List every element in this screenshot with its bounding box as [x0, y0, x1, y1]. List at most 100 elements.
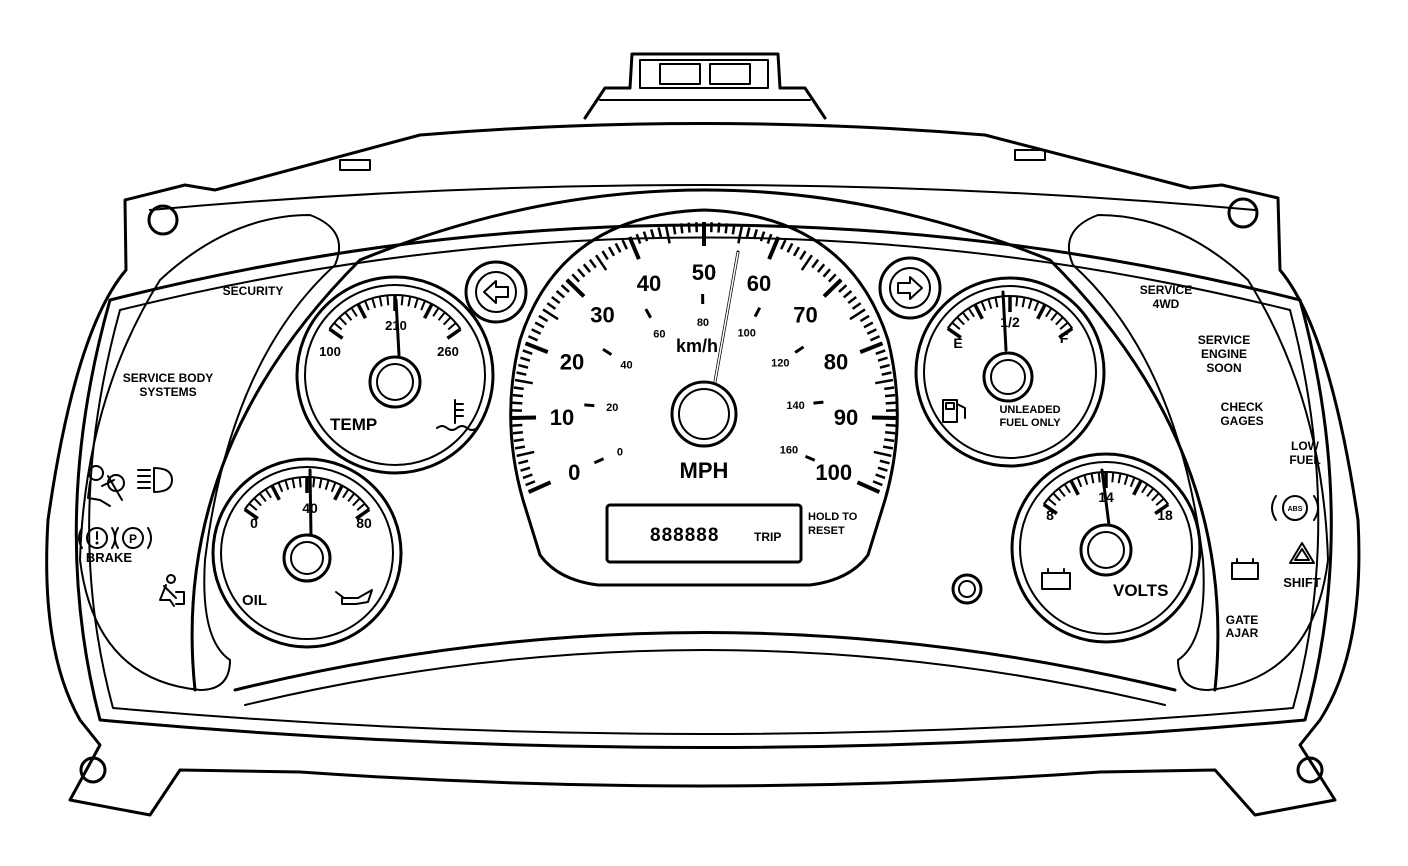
mph-tick	[875, 473, 886, 480]
oil-needle	[308, 468, 313, 538]
battery-icon	[1041, 568, 1071, 590]
mph-tick	[731, 224, 736, 235]
volts-tick	[1069, 479, 1080, 496]
telltale-service-body-line1: SERVICE BODY	[123, 371, 213, 385]
telltale-service-engine-line2: ENGINE	[1201, 347, 1247, 361]
kmh-tick	[804, 455, 816, 462]
kmh-label: 60	[653, 329, 665, 341]
volts-tick	[1063, 483, 1071, 494]
mph-tick	[792, 246, 801, 257]
mph-tick	[877, 356, 888, 362]
volts-gauge-name: VOLTS	[1113, 581, 1168, 600]
temp-gauge-name: TEMP	[330, 415, 377, 434]
oil-tick	[333, 484, 344, 501]
fuel-tick	[1058, 326, 1074, 340]
abs-label: ABS	[1288, 506, 1303, 513]
mph-tick	[872, 480, 883, 487]
mph-tick	[786, 242, 794, 253]
kmh-tick	[794, 345, 805, 354]
mph-tick	[822, 278, 843, 298]
mph-tick	[576, 268, 586, 278]
temp-tick	[333, 322, 343, 331]
fuel-tick	[967, 307, 975, 318]
mph-tick	[513, 438, 524, 443]
fuel-empty-label: E	[953, 335, 962, 351]
oil-tick	[243, 507, 259, 521]
fuel-tick	[980, 301, 987, 312]
kmh-tick	[584, 403, 595, 408]
left-arrow-icon	[483, 280, 509, 304]
oil-gauge-name: OIL	[242, 592, 267, 609]
oil-tick	[312, 477, 316, 488]
unleaded-line2: FUEL ONLY	[999, 417, 1061, 429]
mph-tick	[816, 263, 826, 273]
top-connector	[583, 52, 827, 120]
mph-tick	[565, 278, 586, 298]
telltale-security: SECURITY	[223, 284, 284, 298]
telltale-shift: SHIFT	[1283, 575, 1321, 590]
mount-hole-top-right	[1227, 197, 1259, 229]
mph-tick	[827, 273, 837, 283]
mph-tick	[859, 341, 884, 355]
mph-tick	[856, 480, 881, 494]
fuel-tick	[1059, 321, 1069, 330]
mph-tick	[759, 231, 766, 242]
mph-tick	[822, 268, 832, 278]
mph-label: 70	[793, 303, 817, 328]
mph-label: 80	[824, 350, 848, 375]
mph-tick	[527, 480, 552, 494]
mph-tick	[873, 450, 892, 458]
mph-tick	[607, 246, 616, 257]
mph-tick	[512, 415, 537, 421]
temp-tick	[420, 300, 426, 311]
volts-tick	[1097, 472, 1101, 483]
mph-tick	[512, 393, 524, 398]
mph-tick	[871, 415, 896, 421]
mph-tick	[811, 258, 820, 269]
kmh-label: 100	[738, 328, 756, 340]
mph-label: 30	[590, 303, 614, 328]
temp-tick	[386, 295, 390, 306]
mph-unit-label: MPH	[680, 458, 729, 483]
oil-tick	[347, 492, 356, 502]
mph-tick	[881, 371, 892, 376]
kmh-tick	[753, 307, 762, 318]
kmh-tick	[644, 308, 652, 319]
kmh-label: 120	[771, 358, 789, 370]
kmh-tick	[593, 457, 605, 465]
fuel-tick	[1045, 307, 1053, 318]
telltale-service-body-line2: SYSTEMS	[139, 385, 196, 399]
oil-tick	[270, 484, 281, 501]
volts-tick	[1076, 477, 1083, 488]
fuel-tick	[961, 311, 970, 321]
fuel-tick	[987, 298, 993, 310]
mph-tick	[657, 227, 663, 238]
odometer-display	[605, 503, 803, 564]
abs-warning-icon	[1271, 495, 1319, 521]
hold-to-reset-line1: HOLD TO	[808, 511, 858, 523]
telltale-check-gages-line1: CHECK	[1221, 400, 1264, 414]
mph-tick	[542, 308, 559, 321]
mph-tick	[551, 295, 561, 305]
mph-tick	[514, 378, 533, 385]
coolant-temp-icon	[436, 399, 478, 431]
temp-tick	[413, 298, 419, 309]
temp-tick	[446, 327, 462, 340]
mph-tick	[672, 224, 677, 235]
temp-tick	[422, 303, 434, 320]
volts-tick	[1132, 479, 1143, 496]
mph-tick	[717, 222, 721, 233]
volts-tick	[1090, 473, 1095, 484]
oil-tick	[342, 488, 350, 499]
mph-tick	[522, 473, 533, 480]
telltale-service-4wd-line2: 4WD	[1153, 297, 1180, 311]
telltale-low-fuel-line1: LOW	[1291, 439, 1320, 453]
volts-tick	[1083, 474, 1089, 486]
volts-tick	[1151, 492, 1160, 502]
mph-tick	[595, 254, 608, 271]
temp-max-label: 260	[437, 344, 459, 359]
mph-label: 90	[834, 405, 858, 430]
mph-tick	[516, 371, 527, 376]
